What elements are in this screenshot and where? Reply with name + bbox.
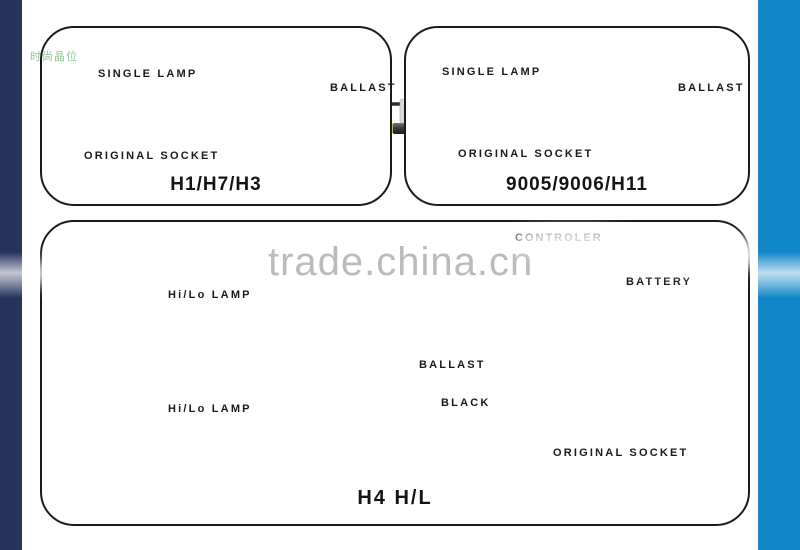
panel-h1-title: H1/H7/H3 [170,174,262,195]
panel-h1: H1/H7/H3 [40,26,392,206]
label-single-lamp-h1: SINGLE LAMP [98,68,198,80]
smudge-controler [512,228,628,254]
label-single-lamp-9005: SINGLE LAMP [442,66,542,78]
label-hi-lo-lamp-bottom: Hi/Lo LAMP [168,403,252,415]
label-ballast-h1: BALLAST [330,82,397,94]
panel-9005-title: 9005/9006/H11 [506,174,648,195]
left-rail-gloss [0,252,22,298]
label-black: BLACK [441,397,491,409]
watermark-green-chinese: 时尚晶位 [30,51,78,63]
panel-h4: H4 H/L [40,220,750,526]
label-original-socket-h1: ORIGINAL SOCKET [84,150,220,162]
panel-h4-title: H4 H/L [357,487,433,509]
label-original-socket-h4: ORIGINAL SOCKET [553,447,689,459]
smudge-battery-top [614,236,774,272]
watermark-trade-china-cn: trade.china.cn [268,240,534,284]
label-ballast-h4: BALLAST [419,359,486,371]
right-rail-gloss [758,252,800,298]
panel-9005: 9005/9006/H11 [404,26,750,206]
smudge-left [30,258,100,288]
label-ballast-9005: BALLAST [678,82,745,94]
label-original-socket-9005: ORIGINAL SOCKET [458,148,594,160]
left-rail [0,0,22,550]
right-rail [758,0,800,550]
label-battery: BATTERY [626,276,693,288]
label-hi-lo-lamp-top: Hi/Lo LAMP [168,289,252,301]
